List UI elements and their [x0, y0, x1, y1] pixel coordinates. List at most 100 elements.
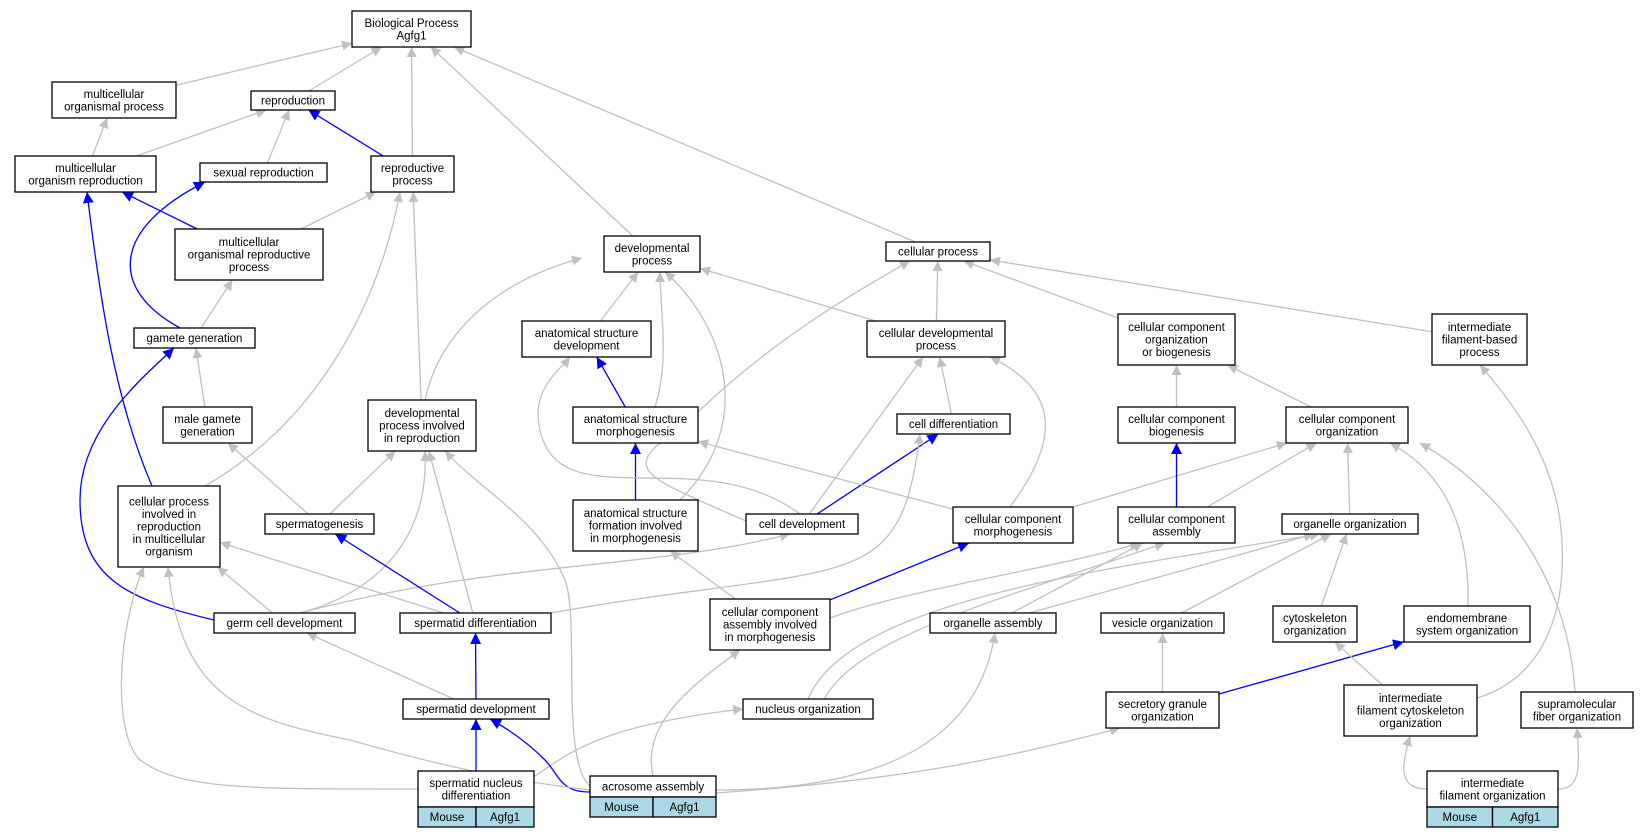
edge-intermediate-filament-based-process-to-cellular-process: [989, 256, 1433, 333]
go-term-cellular-process[interactable]: cellular process: [885, 241, 991, 262]
go-term-label-line: organismal reproductive: [188, 250, 311, 262]
go-term-label-line: generation: [180, 426, 234, 438]
go-term-spermatid-development[interactable]: spermatid development: [402, 698, 550, 720]
go-term-label-line: anatomical structure: [584, 508, 688, 520]
go-term-box: [603, 235, 701, 273]
go-term-label-line: process involved: [379, 421, 465, 433]
go-term-label-line: process: [392, 175, 433, 187]
go-term-label-line: reproduction: [261, 96, 325, 108]
go-term-box: [1285, 406, 1409, 444]
go-term-label-line: in multicellular: [133, 534, 206, 546]
edge-if-cytoskeleton-organization-to-intermediate-filament-based-process: [1469, 364, 1563, 701]
go-term-label-line: gamete generation: [147, 333, 243, 345]
go-term-spermatid-differentiation[interactable]: spermatid differentiation: [399, 612, 552, 634]
go-term-box: [402, 698, 550, 720]
go-term-label-line: filament organization: [1439, 790, 1545, 802]
edge-gamete-generation-to-multicellular-organismal-reproductive-process: [200, 279, 233, 329]
go-term-nucleus-organization[interactable]: nucleus organization: [742, 698, 874, 720]
go-term-label-line: organelle assembly: [943, 618, 1042, 630]
go-term-label-line: supramolecular: [1538, 699, 1617, 711]
go-term-label-line: organismal process: [64, 101, 164, 113]
edge-multicellular-organism-reproduction-to-reproduction: [136, 108, 267, 157]
go-term-box: [133, 327, 256, 349]
edge-cell-development-to-anatomical-structure-development: [537, 356, 801, 515]
go-term-label-line: organization: [1131, 711, 1194, 723]
edge-intermediate-filament-organization-to-if-cytoskeleton-organization: [1402, 735, 1428, 790]
go-term-label-line: intermediate: [1461, 778, 1524, 790]
go-term-label-line: cell differentiation: [909, 419, 998, 431]
edge-multicellular-organismal-reproductive-process-to-reproductive-process: [300, 191, 377, 230]
go-term-gamete-generation[interactable]: gamete generation: [133, 327, 256, 349]
edge-cellular-component-morphogenesis-to-anatomical-structure-morphogenesis: [697, 439, 954, 510]
go-term-box: [1105, 691, 1220, 729]
go-term-box: [742, 698, 874, 720]
edge-cellular-process-involved-in-reproduction-to-reproductive-process: [204, 191, 404, 487]
go-term-box: [399, 612, 552, 634]
go-term-label-line: formation involved: [589, 521, 682, 533]
edge-nucleus-organization-to-organelle-organization: [807, 530, 1321, 700]
go-term-label-line: spermatogenesis: [276, 519, 364, 531]
go-term-organelle-organization[interactable]: organelle organization: [1281, 513, 1419, 535]
edge-germ-cell-development-to-cell-development: [299, 531, 791, 614]
edge-acrosome-assembly-to-organelle-assembly: [715, 632, 999, 791]
edge-acrosome-assembly-to-secretory-granule-organization: [715, 725, 1121, 794]
go-term-box: [866, 320, 1006, 358]
go-term-label-line: in morphogenesis: [725, 632, 816, 644]
go-term-label-line: anatomical structure: [584, 414, 688, 426]
go-term-sexual-reproduction[interactable]: sexual reproduction: [199, 162, 328, 183]
go-term-box: [1520, 691, 1634, 729]
go-term-label-line: endomembrane: [1427, 613, 1508, 625]
go-term-label-line: intermediate: [1379, 693, 1442, 705]
go-term-label-line: cellular component: [965, 514, 1062, 526]
go-term-cell-differentiation[interactable]: cell differentiation: [896, 413, 1011, 435]
go-term-label-line: organization: [1379, 718, 1442, 730]
go-term-reproduction[interactable]: reproduction: [250, 90, 336, 111]
node-layer: Biological ProcessAgfg1multicellularorga…: [14, 10, 1634, 828]
go-term-organelle-assembly[interactable]: organelle assembly: [929, 612, 1057, 634]
edge-if-cytoskeleton-organization-to-cytoskeleton-organization: [1334, 641, 1383, 686]
edge-spermatid-differentiation-to-cellular-process-involved-in-reproduction: [219, 540, 444, 614]
go-term-box: [1431, 313, 1528, 366]
go-term-spermatogenesis[interactable]: spermatogenesis: [264, 513, 375, 535]
go-term-label-line: germ cell development: [227, 618, 344, 630]
go-term-label-line: multicellular: [219, 237, 280, 249]
go-term-label-line: intermediate: [1448, 322, 1511, 334]
go-term-box: [162, 406, 253, 444]
go-term-label-line: cellular process: [129, 497, 209, 509]
go-term-label-line: spermatid nucleus: [429, 778, 523, 790]
go-term-cell-development[interactable]: cell development: [745, 513, 859, 535]
go-term-germ-cell-development[interactable]: germ cell development: [213, 612, 356, 634]
edge-germ-cell-development-to-gamete-generation: [79, 347, 215, 621]
go-term-label-line: cellular component: [722, 607, 819, 619]
go-term-box: [929, 612, 1057, 634]
go-term-vesicle-organization[interactable]: vesicle organization: [1100, 612, 1225, 634]
